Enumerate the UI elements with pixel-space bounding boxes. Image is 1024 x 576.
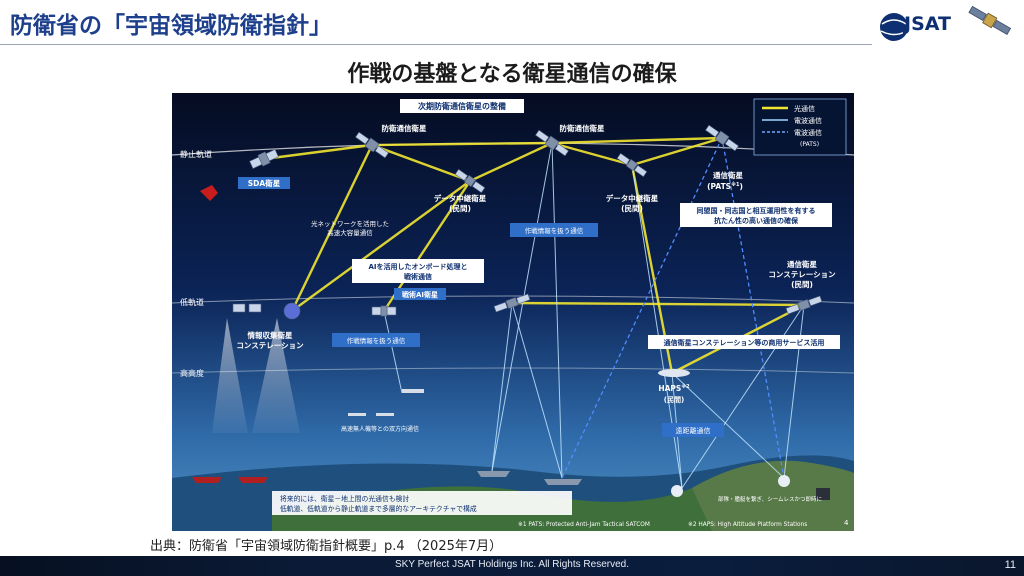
diagram-label: SDA衛星 xyxy=(248,178,281,188)
title-divider xyxy=(0,44,872,45)
drones xyxy=(348,389,424,416)
diagram-label: 電波通信 xyxy=(794,116,822,125)
ships xyxy=(192,471,582,485)
diagram-label: 将来的には、衛星－地上間の光通信も検討 xyxy=(280,494,409,503)
diagram-label: 同盟国・同志国と相互運用性を有する xyxy=(697,206,816,215)
diagram-label: ※2 HAPS: High Altitude Platform Stations xyxy=(688,522,807,528)
legend: 光通信 電波通信 電波通信 (PATS) xyxy=(753,98,847,156)
diagram-label: 部隊・艦艇を繋ぎ、シームレスかつ即時に xyxy=(718,495,822,503)
satellites xyxy=(232,124,823,320)
diagram-label: AIを活用したオンボード処理と xyxy=(368,262,467,271)
pats-links xyxy=(561,137,785,479)
copyright-text: SKY Perfect JSAT Holdings Inc. All Right… xyxy=(395,559,629,570)
satellite-icon xyxy=(968,5,1012,36)
threat-marker xyxy=(200,185,218,201)
diagram-label: 作戦情報を扱う通信 xyxy=(347,336,406,345)
footer-bar: SKY Perfect JSAT Holdings Inc. All Right… xyxy=(0,556,1024,576)
haps-airship xyxy=(658,369,690,377)
diagram-label: 高速大容量通信 xyxy=(327,228,373,237)
diagram-label: (民間) xyxy=(449,204,471,213)
diagram-label: 4 xyxy=(844,519,849,527)
diagram-label: 光ネットワークを活用した xyxy=(311,219,389,228)
diagram-label: ※1 xyxy=(731,182,740,188)
diagram-label: 通信衛星コンステレーション等の商用サービス活用 xyxy=(664,338,825,347)
orbit-label-leo: 低軌道 xyxy=(180,297,204,307)
diagram-label: 戦術AI衛星 xyxy=(402,290,438,299)
jsat-logo xyxy=(880,5,1012,41)
diagram-label: (民間) xyxy=(621,204,643,213)
diagram-label: ※2 xyxy=(681,384,690,390)
diagram-label: 光通信 xyxy=(794,104,815,113)
source-citation: 出典：防衛省「宇宙領域防衛指針概要」p.4 （2025年7月） xyxy=(150,539,503,554)
diagram-label: 通信衛星 xyxy=(787,259,817,269)
diagram-label: HAPS xyxy=(658,384,681,393)
orbit-label-high: 高高度 xyxy=(180,368,204,378)
diagram-label: 通信衛星 xyxy=(713,170,743,180)
svg-text:(PATS※1): (PATS※1) xyxy=(707,182,743,191)
diagram-label: 電波通信 xyxy=(794,128,822,137)
diagram-label: (民間) xyxy=(791,280,813,289)
slide-subtitle: 作戦の基盤となる衛星通信の確保 xyxy=(347,62,677,87)
slide-title: 防衛省の「宇宙領域防衛指針」 xyxy=(10,13,332,39)
diagram-label: コンステレーション xyxy=(236,341,304,350)
page-number: 11 xyxy=(1004,559,1016,571)
diagram-label: (民間) xyxy=(664,395,684,404)
diagram-label: 高速無人機等との双方向通信 xyxy=(341,425,419,433)
diagram-label: データ中継衛星 xyxy=(434,193,487,203)
diagram-label: 防衛通信衛星 xyxy=(382,123,427,133)
space-defense-diagram: 静止軌道 低軌道 高高度 次期防衛通信衛星の整備 光通信 電波通信 電波通信 (… xyxy=(172,93,854,531)
diagram-label: 戦術通信 xyxy=(404,272,432,281)
diagram-label: (PATS xyxy=(707,182,731,191)
diagram-label: 低軌道、低軌道から静止軌道まで多層的なアーキテクチャで構成 xyxy=(280,504,477,513)
diagram-label: (PATS) xyxy=(800,141,819,148)
top-banner: 次期防衛通信衛星の整備 xyxy=(418,101,506,111)
diagram-label: 防衛通信衛星 xyxy=(560,123,605,133)
diagram-label: データ中継衛星 xyxy=(606,193,659,203)
diagram-label: ※1 PATS: Protected Anti-Jam Tactical SAT… xyxy=(518,522,650,528)
svg-text:HAPS※2: HAPS※2 xyxy=(658,384,690,393)
logo-text: JSAT xyxy=(904,13,951,35)
orbit-label-geo: 静止軌道 xyxy=(180,149,212,159)
ground-stations xyxy=(671,475,830,500)
diagram-label: 情報収集衛星 xyxy=(247,330,293,340)
diagram-label: コンステレーション xyxy=(768,270,836,279)
diagram-label: 抗たん性の高い通信の確保 xyxy=(714,216,799,225)
diagram-label: 遠距離通信 xyxy=(676,426,711,435)
diagram-label: 作戦情報を扱う通信 xyxy=(525,226,584,235)
